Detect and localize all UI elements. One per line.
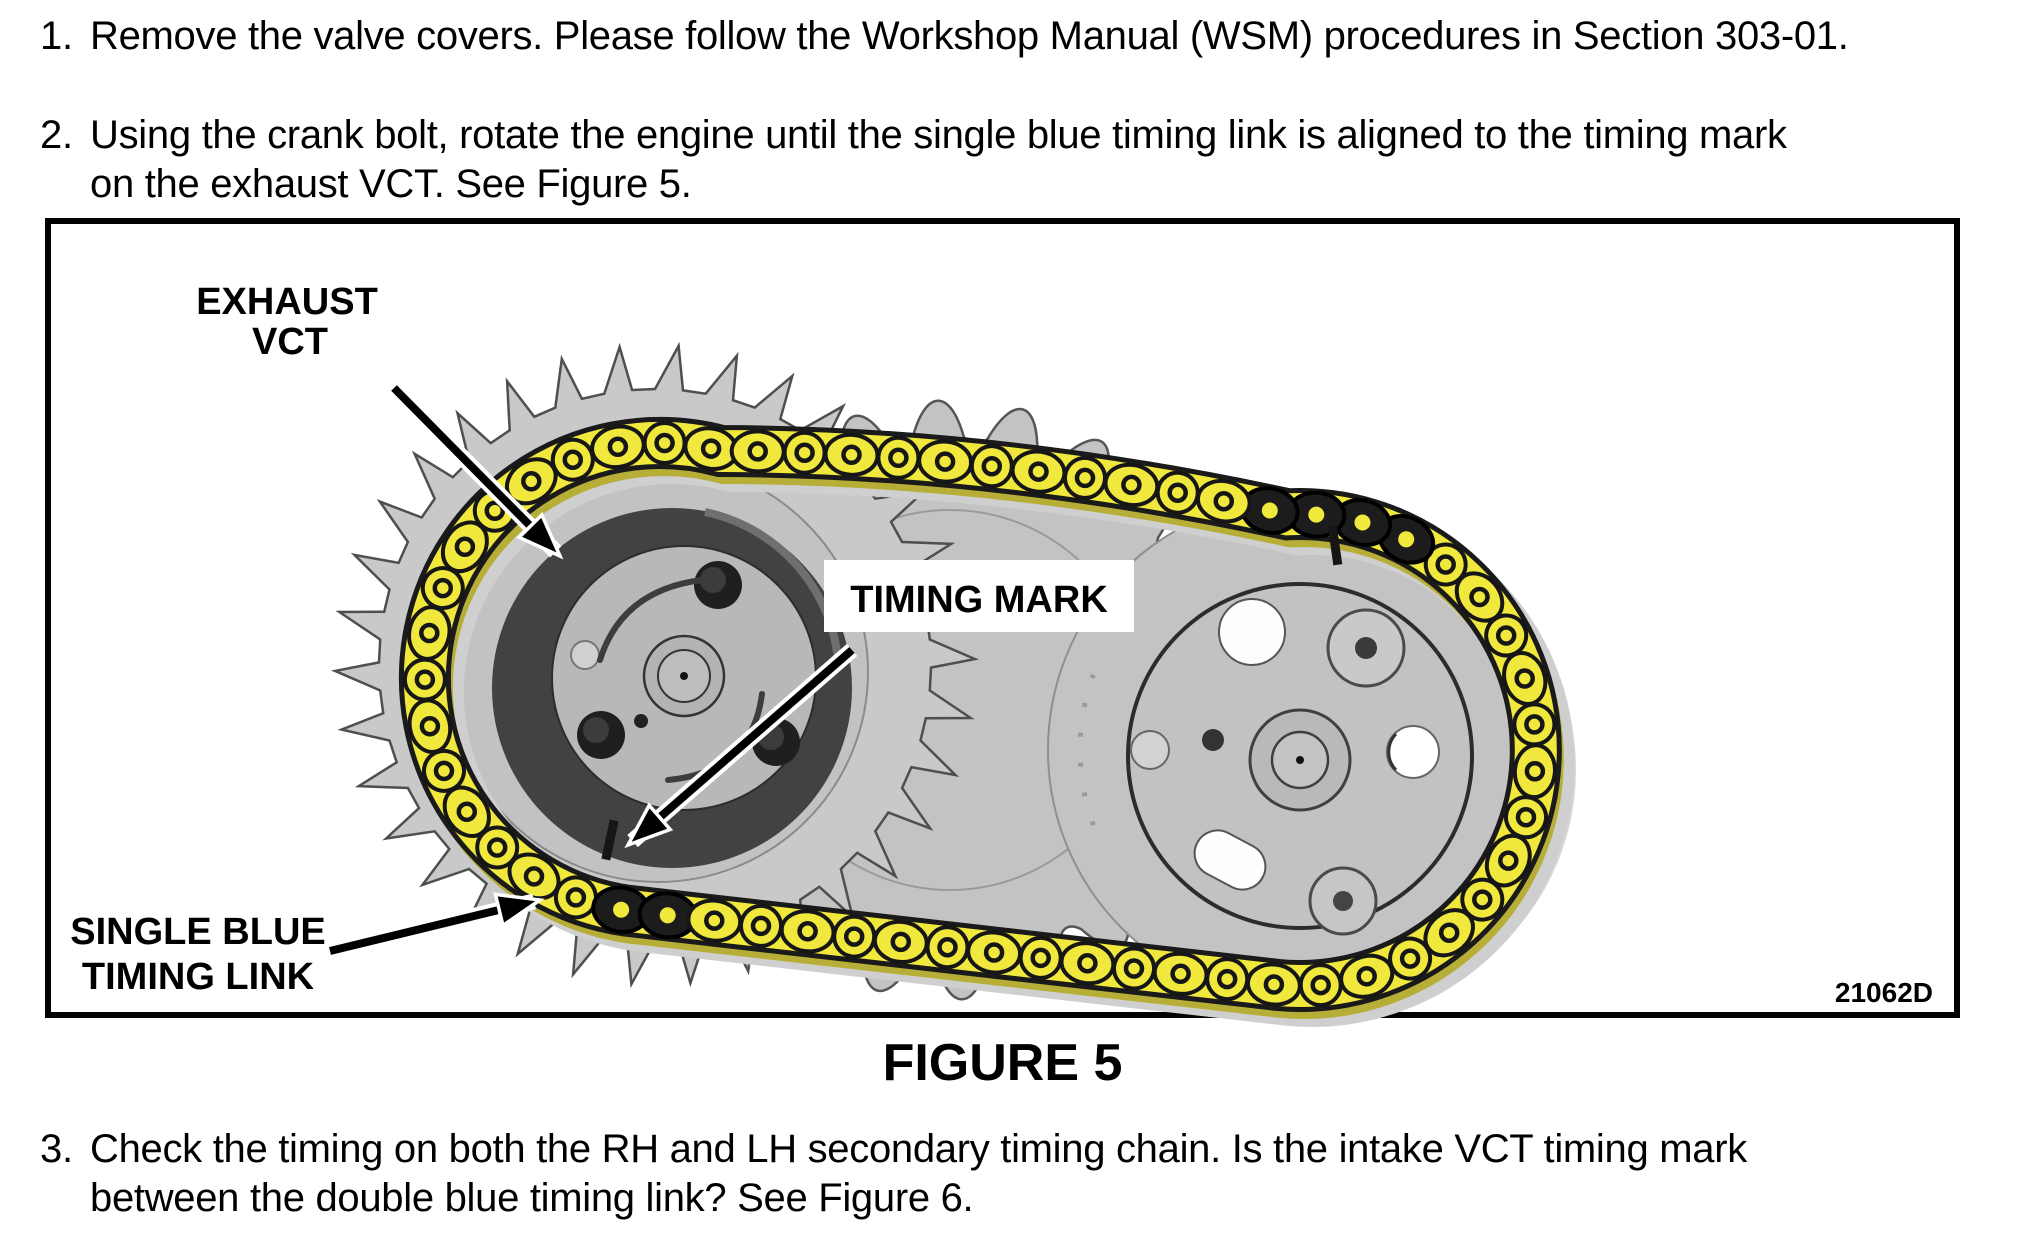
- step-1: 1. Remove the valve covers. Please follow…: [40, 12, 1849, 61]
- figure-caption: FIGURE 5: [882, 1034, 1123, 1092]
- timing-marks: [601, 524, 1343, 861]
- timing-chain: [398, 416, 1575, 1027]
- step-2-text-line2: on the exhaust VCT. See Figure 5.: [90, 162, 692, 206]
- intake-vct-plate: [1126, 582, 1474, 936]
- timing-mark-label-background: [824, 560, 1134, 632]
- single-blue-label-line2: TIMING LINK: [82, 956, 315, 998]
- timing-mark-label: TIMING MARK: [850, 579, 1108, 621]
- single-blue-label-line1: SINGLE BLUE: [70, 911, 325, 953]
- step-3-number: 3.: [40, 1127, 73, 1171]
- step-2-text-line1: Using the crank bolt, rotate the engine …: [90, 113, 1787, 157]
- figure-part-code: 21062D: [1835, 977, 1933, 1008]
- step-3: 3. Check the timing on both the RH and LH…: [40, 1125, 1747, 1174]
- step-3-text-line2: between the double blue timing link? See…: [90, 1176, 974, 1220]
- step-1-number: 1.: [40, 14, 73, 58]
- callout-arrows: [328, 382, 858, 959]
- exhaust-vct-label-line1: EXHAUST: [196, 281, 378, 323]
- step-1-text: Remove the valve covers. Please follow t…: [90, 14, 1849, 58]
- step-3-text-line1: Check the timing on both the RH and LH s…: [90, 1127, 1747, 1171]
- step-2: 2. Using the crank bolt, rotate the engin…: [40, 111, 1787, 160]
- step-2-number: 2.: [40, 113, 73, 157]
- exhaust-vct-label-line2: VCT: [252, 321, 328, 363]
